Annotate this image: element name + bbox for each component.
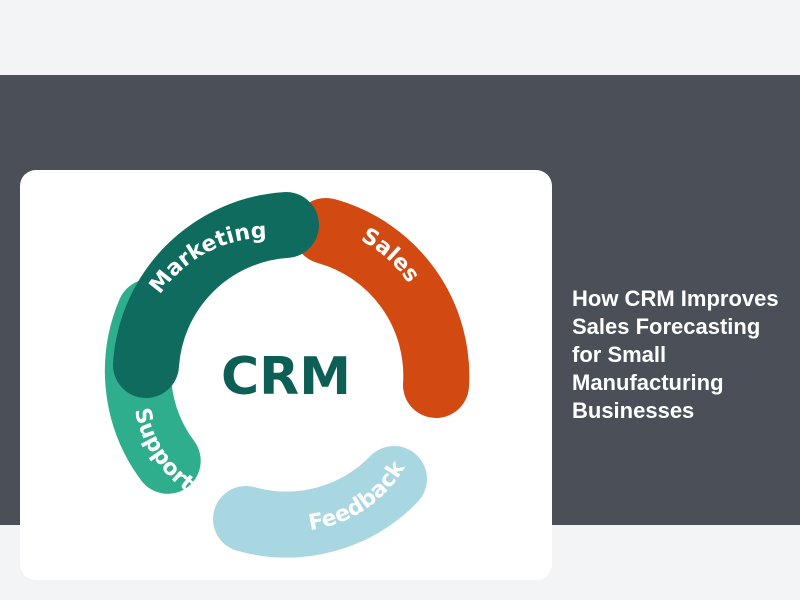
- crm-center-label: CRM: [221, 347, 351, 407]
- feature-image-card: Marketing Sales Feedback Support CRM: [20, 170, 552, 580]
- segment-sales: [293, 198, 470, 418]
- crm-cycle-diagram: Marketing Sales Feedback Support CRM: [104, 192, 470, 558]
- segment-feedback: [213, 446, 427, 558]
- hero-band: Marketing Sales Feedback Support CRM How…: [0, 75, 800, 580]
- segment-marketing: [113, 192, 319, 398]
- article-title[interactable]: How CRM Improves Sales Forecasting for S…: [572, 286, 779, 423]
